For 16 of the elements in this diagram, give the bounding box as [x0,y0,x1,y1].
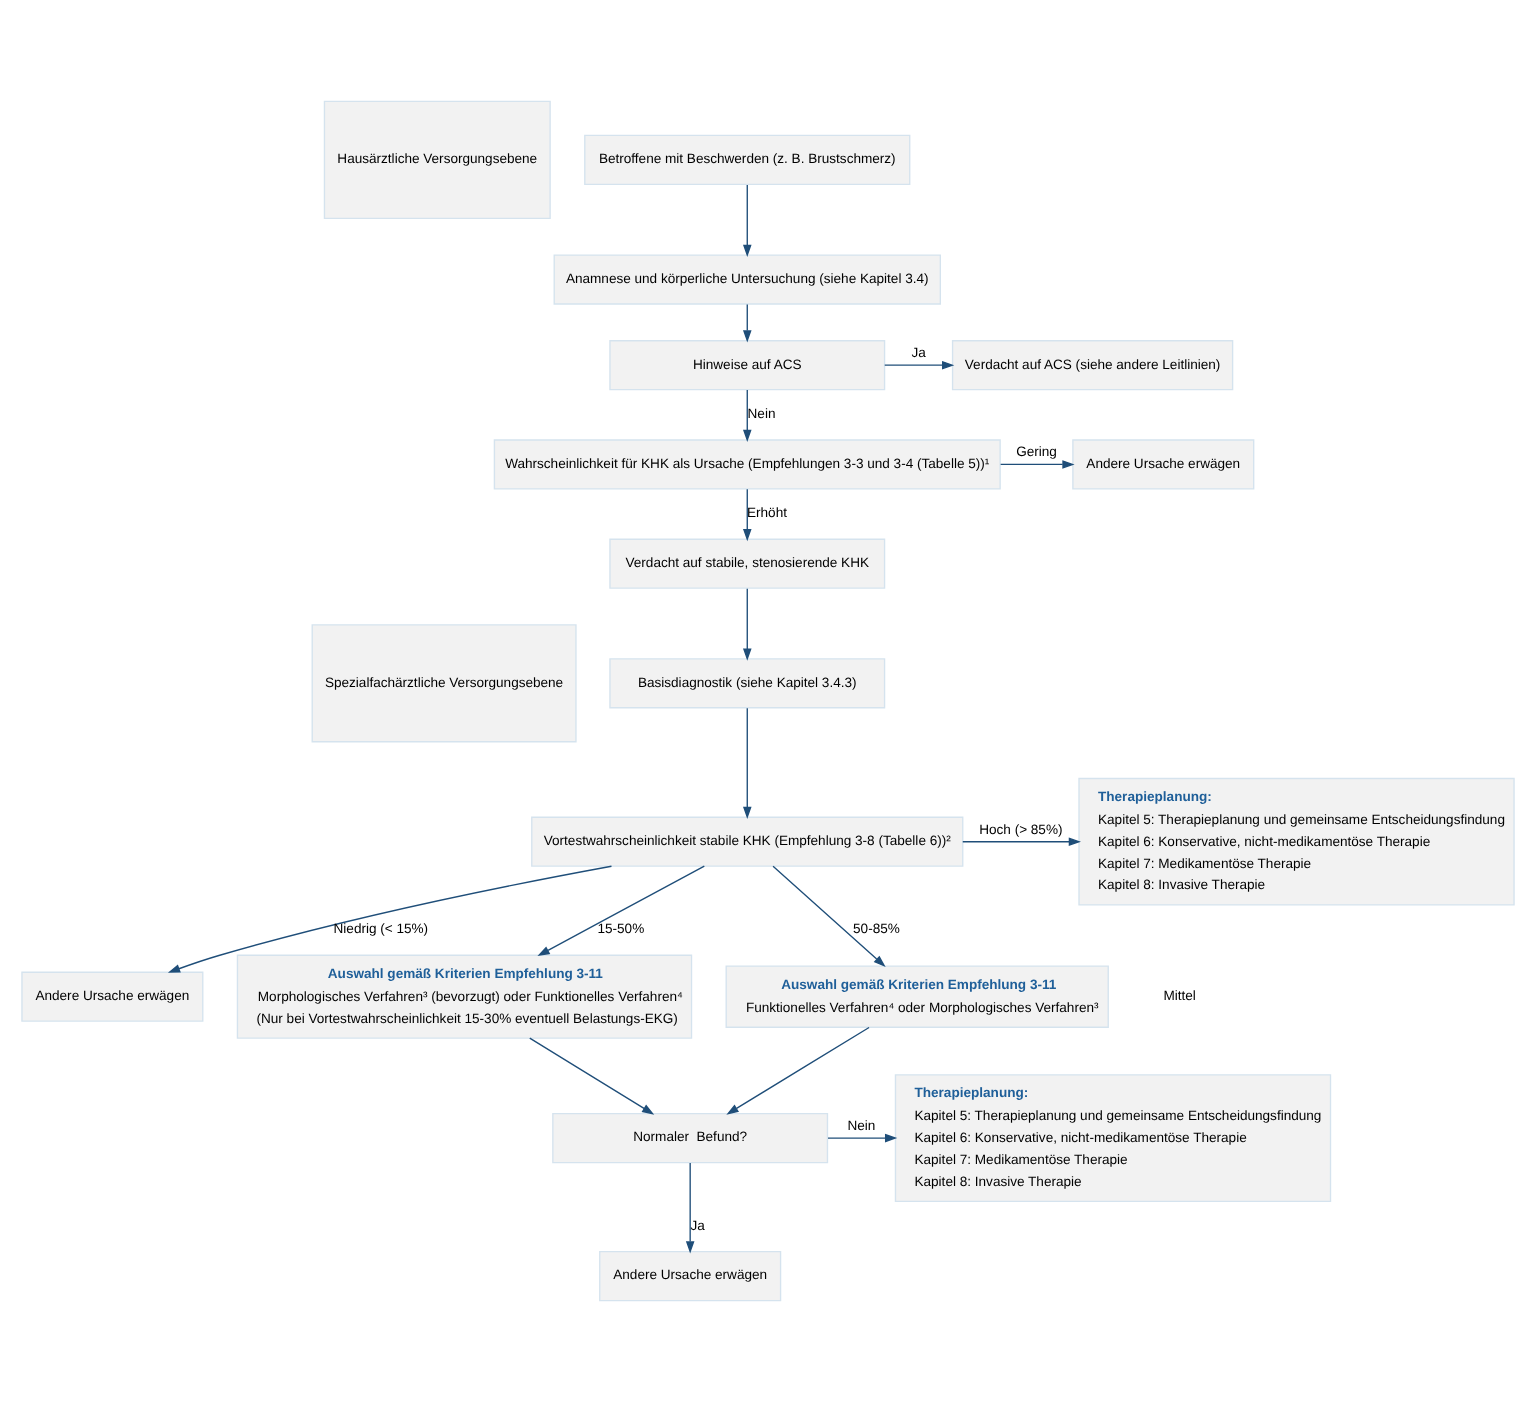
arrow [962,837,1081,846]
arrow [685,1162,695,1254]
arrow [743,588,752,661]
arrow [772,865,886,968]
arrow [743,488,752,542]
arrow [743,707,752,820]
arrow [743,184,752,257]
arrow [167,865,613,973]
arrow [529,1037,655,1115]
arrow [1000,460,1075,469]
arrow [726,1026,870,1115]
arrow [827,1133,898,1143]
arrow [537,865,705,957]
arrow [743,389,752,442]
arrow [743,303,752,343]
arrow [884,360,955,370]
